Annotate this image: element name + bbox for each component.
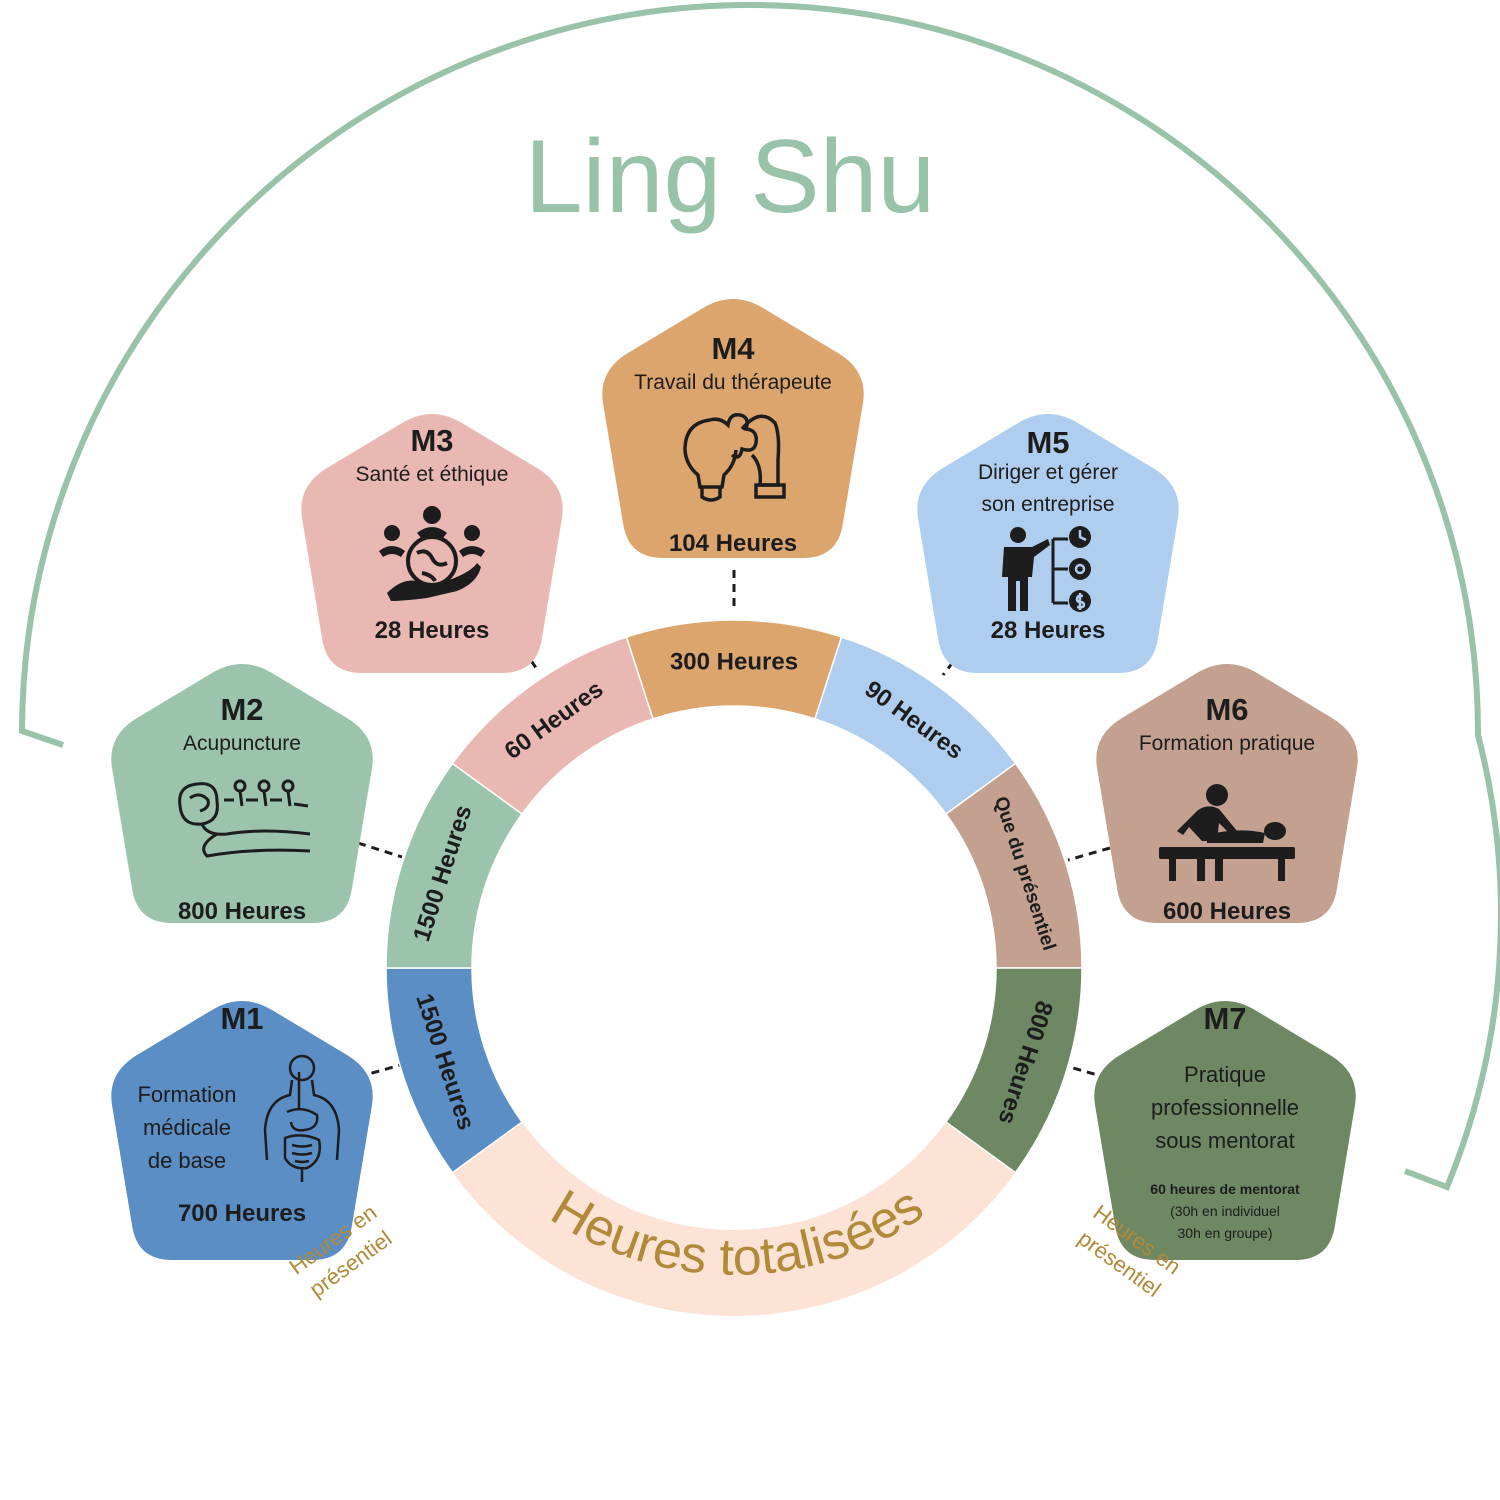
page-title: Ling Shu	[524, 119, 936, 235]
module-m6-hours: 600 Heures	[1162, 898, 1292, 925]
ring-segment-7	[944, 967, 1083, 1174]
outer-arc	[18, 2, 1500, 1191]
module-m2-shape	[111, 664, 373, 923]
module-m5-hours: 28 Heures	[990, 617, 1106, 644]
module-m3: M3 Santé et éthique 28 Heures	[297, 408, 567, 683]
module-m7-code: M7	[1203, 1001, 1247, 1036]
module-m3-name: Santé et éthique	[355, 463, 509, 486]
ring-segment-total	[452, 1121, 1016, 1316]
business-manager-icon	[1002, 526, 1091, 612]
module-m4-hours: 104 Heures	[668, 530, 798, 557]
ring-label-4: 300 Heures	[670, 648, 798, 675]
module-m7: M7 Pratique professionnelle sous mentora…	[1090, 995, 1360, 1270]
module-m1-hours: 700 Heures	[177, 1200, 307, 1227]
module-m2-name: Acupuncture	[183, 732, 301, 755]
module-m4-shape	[602, 299, 864, 558]
hand-holding-world-icon	[379, 506, 485, 601]
module-m3-shape	[301, 414, 563, 673]
module-m7-name: Pratique professionnelle sous mentorat	[1151, 1062, 1299, 1153]
module-m4-name: Travail du thérapeute	[634, 371, 832, 394]
acupuncture-needles-icon	[178, 779, 311, 858]
module-m2: M2 Acupuncture 800 Heures	[107, 658, 377, 933]
module-m7-shape	[1094, 1001, 1356, 1260]
module-m3-code: M3	[410, 423, 454, 458]
module-m1-name: Formation médicale de base	[137, 1082, 237, 1173]
module-m4: M4 Travail du thérapeute 104 Heures	[598, 293, 868, 568]
module-m1: M1 Formation médicale de base 700 Heures	[107, 995, 377, 1270]
module-m2-code: M2	[220, 692, 264, 727]
module-m1-code: M1	[220, 1001, 264, 1036]
connector-m2	[357, 841, 403, 859]
connector-m6	[1067, 846, 1111, 862]
module-m4-code: M4	[711, 331, 755, 366]
module-m6: M6 Formation pratique 600 Heures	[1092, 658, 1362, 933]
module-m3-hours: 28 Heures	[374, 617, 490, 644]
module-m7-detail: 60 heures de mentorat (30h en individuel…	[1150, 1181, 1300, 1241]
module-m5-code: M5	[1026, 425, 1070, 460]
module-m2-hours: 800 Heures	[177, 898, 307, 925]
module-m6-name: Formation pratique	[1138, 732, 1316, 755]
module-m1-shape	[111, 1001, 373, 1260]
module-m6-code: M6	[1205, 692, 1249, 727]
module-m5-name: Diriger et gérer son entreprise	[977, 461, 1119, 516]
digestive-system-icon	[263, 1054, 341, 1182]
massage-table-icon	[1159, 784, 1295, 881]
module-m5: M5 Diriger et gérer son entreprise 28 He…	[913, 408, 1183, 683]
puzzle-bulb-hand-icon	[683, 412, 786, 502]
